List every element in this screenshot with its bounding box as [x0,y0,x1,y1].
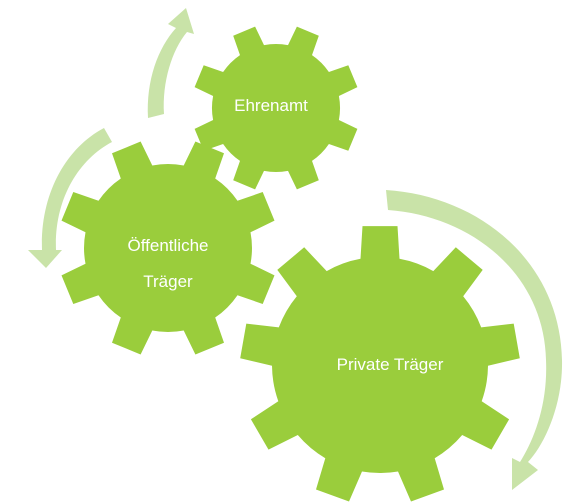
cycle-arrow-top [147,8,194,118]
cycle-arrow-right [386,190,563,490]
cycle-arrow-left [28,128,112,268]
gear-ehrenamt [194,26,358,190]
gear-oeffentliche-traeger [61,141,275,355]
gear-private-traeger [240,226,520,502]
